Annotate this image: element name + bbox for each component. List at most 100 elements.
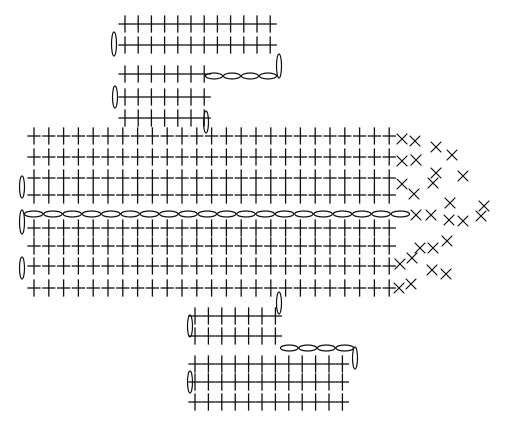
sc-stitch	[86, 237, 100, 255]
sc-stitch	[293, 148, 308, 166]
sc-stitch	[160, 257, 174, 275]
sc-stitch	[278, 237, 293, 255]
sc-stitch	[367, 169, 382, 187]
sc-stitch	[295, 355, 309, 373]
dec-stitch	[427, 242, 439, 254]
sc-stitch	[241, 393, 256, 411]
sc-stitch	[130, 148, 145, 166]
sc-stitch	[382, 148, 396, 166]
sc-stitch	[241, 307, 256, 325]
sc-stitch	[130, 279, 145, 297]
sc-stitch	[322, 355, 336, 373]
sc-stitch	[278, 169, 293, 187]
sc-stitch	[293, 219, 308, 237]
sc-stitch	[234, 127, 248, 145]
sc-stitch	[118, 109, 132, 127]
sc-stitch	[204, 279, 219, 297]
sc-stitch	[264, 169, 278, 187]
sc-stitch	[234, 148, 248, 166]
sc-stitch	[367, 279, 382, 297]
sc-stitch	[293, 127, 308, 145]
sc-stitch	[255, 393, 269, 411]
sc-stitch	[184, 88, 198, 106]
sc-stitch	[130, 237, 145, 255]
chain-stitch	[274, 210, 295, 218]
sc-stitch	[308, 169, 322, 187]
sc-stitch	[101, 257, 115, 275]
chain-stitch	[313, 210, 333, 218]
sc-stitch	[308, 219, 322, 237]
sc-stitch	[71, 169, 86, 187]
sc-stitch	[293, 169, 308, 187]
sc-stitch	[157, 65, 172, 83]
sc-stitch	[101, 219, 115, 237]
sc-stitch	[42, 169, 56, 187]
sc-stitch	[308, 279, 322, 297]
sc-stitch	[86, 169, 100, 187]
sc-stitch	[42, 127, 56, 145]
sc-stitch	[131, 65, 145, 83]
turning-chain	[202, 110, 210, 134]
sc-stitch	[338, 237, 352, 255]
sc-stitch	[116, 186, 130, 204]
sc-stitch	[71, 186, 86, 204]
sc-stitch	[116, 219, 130, 237]
sc-stitch	[308, 257, 322, 275]
sc-stitch	[223, 15, 238, 33]
sc-stitch	[308, 237, 322, 255]
sc-stitch	[116, 127, 130, 145]
sc-stitch	[116, 279, 130, 297]
sc-stitch	[249, 237, 263, 255]
sc-stitch	[323, 279, 337, 297]
chain-stitch	[120, 210, 140, 218]
sc-stitch	[295, 393, 309, 411]
dec-stitch	[394, 258, 406, 270]
dec-stitch	[393, 282, 405, 294]
sc-stitch	[175, 279, 189, 297]
sc-stitch	[264, 148, 278, 166]
sc-stitch	[144, 15, 159, 33]
chain-stitch	[197, 210, 218, 218]
turning-chain	[351, 346, 359, 370]
sc-stitch	[204, 186, 219, 204]
sc-stitch	[367, 186, 382, 204]
sc-stitch	[382, 127, 396, 145]
sc-stitch	[234, 186, 248, 204]
sc-stitch	[249, 257, 263, 275]
sc-stitch	[278, 186, 293, 204]
dec-stitch	[414, 242, 426, 254]
sc-stitch	[175, 186, 189, 204]
sc-stitch	[338, 219, 352, 237]
sc-stitch	[249, 169, 263, 187]
sc-stitch	[71, 219, 86, 237]
sc-stitch	[250, 36, 264, 54]
sc-stitch	[278, 279, 293, 297]
sc-stitch	[201, 373, 216, 391]
sc-stitch	[160, 279, 174, 297]
sc-stitch	[184, 36, 198, 54]
sc-stitch	[228, 307, 242, 325]
sc-stitch	[335, 393, 350, 411]
sc-stitch	[42, 257, 56, 275]
sc-stitch	[190, 279, 204, 297]
sc-stitch	[197, 15, 211, 33]
sc-stitch	[323, 257, 337, 275]
sc-stitch	[157, 15, 172, 33]
sc-stitch	[215, 355, 229, 373]
sc-stitch	[86, 257, 100, 275]
sc-stitch	[228, 393, 242, 411]
turning-chain	[18, 256, 26, 280]
sc-stitch	[268, 355, 283, 373]
sc-stitch	[352, 169, 367, 187]
sc-stitch	[42, 186, 56, 204]
turning-chain	[18, 209, 26, 235]
dec-stitch	[396, 178, 408, 190]
sc-stitch	[144, 36, 159, 54]
sc-stitch	[352, 219, 367, 237]
sc-stitch	[219, 219, 234, 237]
sc-stitch	[86, 127, 100, 145]
sc-stitch	[323, 219, 337, 237]
sc-stitch	[382, 279, 396, 297]
chain-stitches	[23, 72, 411, 352]
sc-stitch	[201, 327, 216, 345]
